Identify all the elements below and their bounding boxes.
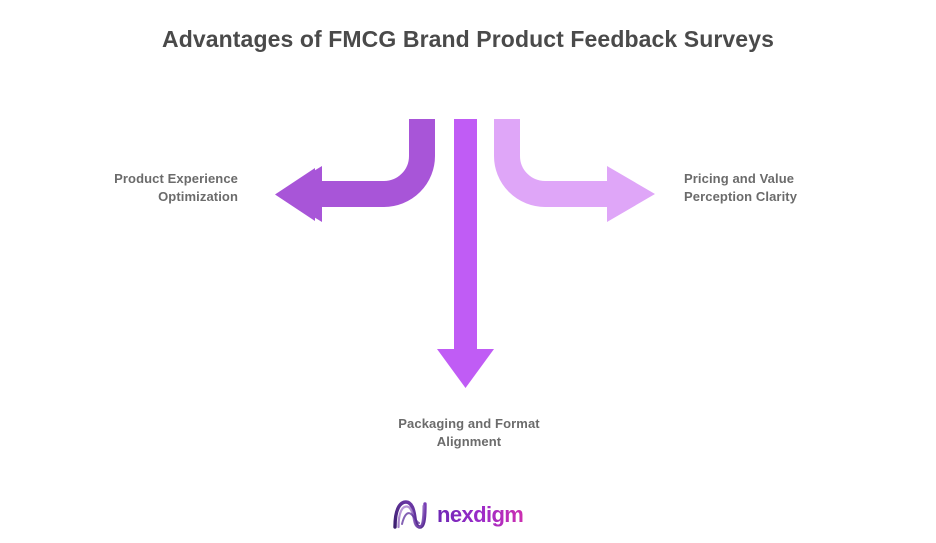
nexdigm-logo: nexdigm bbox=[390, 494, 550, 536]
branch-label-left: Product Experience Optimization bbox=[36, 170, 238, 206]
branch-label-left-line1: Product Experience bbox=[114, 171, 238, 186]
branch-label-bottom-line1: Packaging and Format bbox=[398, 416, 540, 431]
nexdigm-wordmark-text: nexdigm bbox=[437, 502, 523, 527]
nexdigm-logo-mark bbox=[393, 500, 427, 529]
nexdigm-wordmark: nexdigm bbox=[437, 502, 524, 527]
branch-label-right: Pricing and Value Perception Clarity bbox=[684, 170, 899, 206]
arrow-left bbox=[275, 119, 432, 221]
branch-label-bottom: Packaging and Format Alignment bbox=[358, 415, 580, 451]
branch-label-right-line2: Perception Clarity bbox=[684, 189, 798, 204]
page-title: Advantages of FMCG Brand Product Feedbac… bbox=[162, 26, 774, 52]
arrow-right-render bbox=[494, 119, 655, 222]
branch-label-left-line2: Optimization bbox=[158, 189, 238, 204]
arrow-left-render bbox=[276, 119, 435, 222]
arrow-down-render bbox=[437, 119, 494, 388]
branch-label-bottom-line2: Alignment bbox=[436, 434, 502, 449]
branch-label-right-line1: Pricing and Value bbox=[684, 171, 795, 186]
